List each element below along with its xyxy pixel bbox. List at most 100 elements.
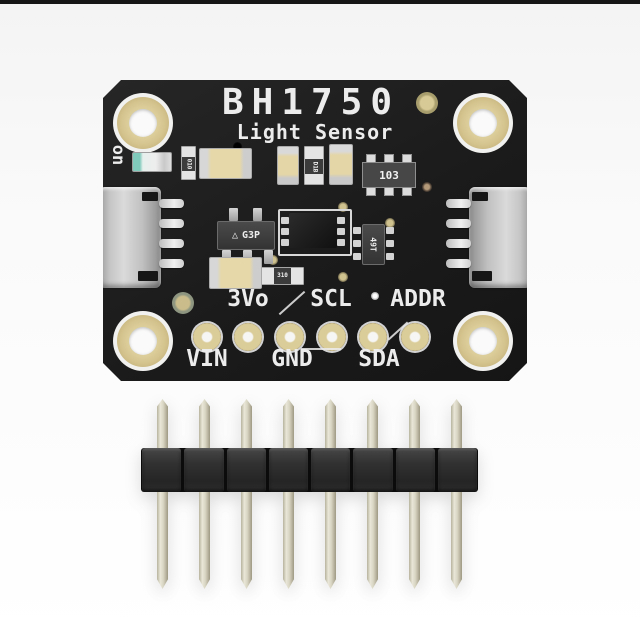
sensor-pin [281, 228, 289, 235]
via-top-right [416, 92, 438, 114]
via-small-white [371, 292, 379, 300]
header-housing-segment [353, 448, 393, 492]
header-housing-segment [437, 448, 477, 492]
resistor-010-marking: 010 [185, 158, 193, 170]
connector-pin [446, 259, 471, 268]
mounting-hole-bottom-left [113, 311, 173, 371]
bh1750-breakout-board: BH1750 Light Sensor on 3Vo SCL ADDR VIN … [103, 80, 527, 381]
ic-pin [386, 227, 394, 234]
mounting-hole-bore [469, 109, 497, 137]
header-housing-segment [184, 448, 224, 492]
mounting-hole-top-right [453, 93, 513, 153]
capacitor [277, 146, 299, 185]
connector-detail [472, 192, 488, 201]
stemma-qt-connector-right [469, 187, 531, 288]
via-small [338, 202, 348, 212]
resistor-310-marking: 310 [277, 272, 288, 279]
mounting-hole-bore [469, 327, 497, 355]
regulator-pin [229, 208, 238, 221]
pin-label-vin: VIN [186, 346, 228, 372]
header-pin-top [409, 399, 420, 449]
regulator-marking: G3P [241, 230, 261, 241]
sensor-pin [337, 228, 345, 235]
resistor-network: 103 [362, 154, 416, 196]
ic-49t: 49T [362, 224, 385, 265]
header-pin-bottom [283, 491, 294, 589]
header-pin-bottom [409, 491, 420, 589]
regulator-pin [264, 250, 273, 264]
header-pin-top [451, 399, 462, 449]
silk-line [301, 348, 341, 350]
header-pin-top [367, 399, 378, 449]
header-pin-bottom [451, 491, 462, 589]
ic-pin [386, 253, 394, 260]
connector-pin [159, 219, 184, 228]
via-small-dark [422, 182, 432, 192]
header-pin-bottom [241, 491, 252, 589]
pin-hole-sda [359, 323, 387, 351]
header-pin-bottom [367, 491, 378, 589]
diode-d1b-marking: D1B [311, 161, 318, 172]
capacitor [209, 257, 262, 289]
connector-detail [142, 192, 158, 201]
image-top-border [0, 0, 640, 4]
ic-pin [386, 240, 394, 247]
resistor-network-marking: 103 [379, 168, 399, 182]
header-plastic-housing [141, 448, 478, 492]
board-title: BH1750 [221, 82, 401, 123]
header-housing-segment [395, 448, 435, 492]
male-header-strip [140, 399, 479, 590]
mounting-hole-gold-ring [457, 97, 509, 149]
connector-detail [472, 271, 492, 281]
power-led [132, 152, 172, 172]
board-subtitle: Light Sensor [236, 120, 394, 144]
via-bottom-left [172, 292, 194, 314]
pin-label-addr: ADDR [390, 286, 446, 312]
pin-hole-addr [401, 323, 429, 351]
regulator-logo-icon: △ [231, 230, 238, 241]
mounting-hole-bore [129, 327, 157, 355]
header-pin-top [283, 399, 294, 449]
ic-pin [353, 227, 361, 234]
sensor-pin [337, 217, 345, 224]
bh1750-sensor-ic [289, 213, 337, 248]
mounting-hole-bottom-right [453, 311, 513, 371]
ic-pin [353, 253, 361, 260]
header-housing-segment [268, 448, 308, 492]
pin-hole-gnd [276, 323, 304, 351]
pin-hole-vin [193, 323, 221, 351]
diode-d1b: D1B [304, 146, 324, 185]
silk-line [279, 291, 306, 315]
header-housing-segment [311, 448, 351, 492]
header-pin-top [241, 399, 252, 449]
connector-pin [159, 239, 184, 248]
header-pin-top [199, 399, 210, 449]
connector-pin [446, 219, 471, 228]
capacitor [329, 144, 353, 185]
connector-detail [138, 271, 158, 281]
resistor-310: 310 [261, 267, 304, 285]
voltage-regulator: △G3P [217, 221, 275, 250]
pin-label-gnd: GND [271, 346, 313, 372]
header-pin-top [157, 399, 168, 449]
header-housing-segment [226, 448, 266, 492]
ic-49t-marking: 49T [368, 237, 378, 252]
header-pin-bottom [325, 491, 336, 589]
mounting-hole-bore [129, 109, 157, 137]
via-small [338, 272, 348, 282]
capacitor [199, 148, 252, 179]
pin-hole-3vo [234, 323, 262, 351]
mounting-hole-gold-ring [117, 97, 169, 149]
sensor-pin [281, 217, 289, 224]
connector-pin [446, 199, 471, 208]
sensor-pin [281, 239, 289, 246]
stemma-qt-connector-left [99, 187, 161, 288]
connector-pin [446, 239, 471, 248]
resistor-010: 010 [181, 146, 196, 180]
header-pin-bottom [157, 491, 168, 589]
mounting-hole-gold-ring [117, 315, 169, 367]
bh1750-sensor-outline [278, 209, 352, 256]
pin-label-scl: SCL [310, 286, 352, 312]
regulator-pin [253, 208, 262, 221]
